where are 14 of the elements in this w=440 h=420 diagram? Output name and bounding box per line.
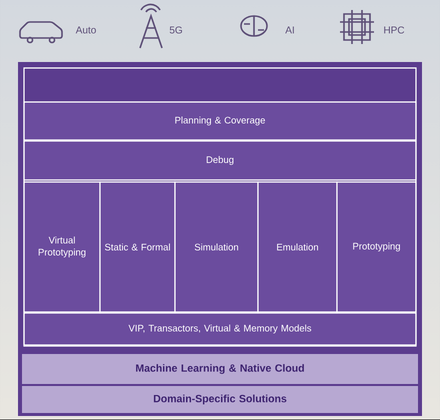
cell: Virtual Prototyping <box>23 181 101 313</box>
icon-label: AI <box>285 26 294 34</box>
icon-label: 5G <box>170 26 182 34</box>
cell: VIP, Transactors, Virtual & Memory Models <box>23 312 417 346</box>
cell: Emulation <box>257 181 338 313</box>
cell: Static & Formal <box>99 181 176 313</box>
cell: Planning & Coverage <box>23 101 417 141</box>
band: Domain-Specific Solutions <box>22 386 418 413</box>
cell: Simulation <box>174 181 259 313</box>
icon-label: Auto <box>76 26 96 34</box>
band: Machine Learning & Native Cloud <box>22 354 418 384</box>
icon-label: HPC <box>384 26 404 34</box>
cell: Prototyping <box>336 181 417 313</box>
cell: Debug <box>23 140 417 181</box>
